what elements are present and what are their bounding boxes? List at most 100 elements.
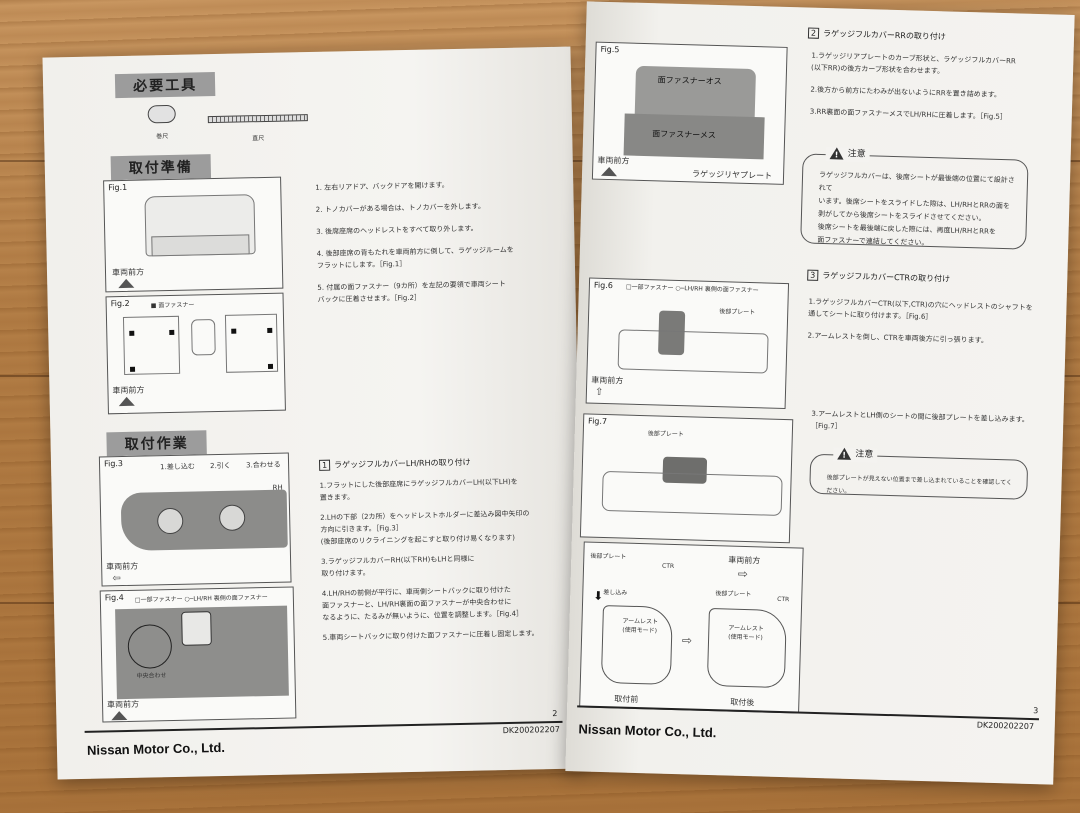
step2-instructions: 1.ラゲッジリアプレートのカーブ形状と、ラゲッジフルカバーRR (以下RR)の後… <box>810 50 1062 125</box>
page-number: 2 <box>552 708 558 719</box>
document-number: DK200202207 <box>976 720 1035 732</box>
fig2-direction: 車両前方 <box>112 385 145 396</box>
insert-arrow-icon: ⬇ <box>593 588 604 604</box>
company-name: Nissan Motor Co., Ltd. <box>86 739 226 758</box>
company-name: Nissan Motor Co., Ltd. <box>578 721 717 741</box>
fig2-legend: ■ 面ファスナー <box>150 301 195 310</box>
fig7-detail-label: 取付後 <box>730 697 755 708</box>
center-seat-sketch <box>191 319 216 356</box>
tape-measure-illustration <box>147 104 176 124</box>
instruction-page-right: Fig.5 面ファスナーオス 面ファスナーメス 車両前方 ラゲッジリヤプレート … <box>565 1 1075 785</box>
fig6-label: Fig.6 <box>593 280 613 291</box>
step2-number: 2 <box>807 27 820 39</box>
document-number: DK200202207 <box>502 724 560 736</box>
fig3-step-label: 2.引く <box>210 461 231 471</box>
fig7-detail-label: アームレスト (使用モード) <box>728 624 764 642</box>
seat-outline-sketch <box>617 329 769 374</box>
fastener-mark <box>129 330 135 336</box>
fastener-mark <box>231 328 237 334</box>
front-arrow-icon <box>600 166 618 177</box>
fig5-label: Fig.5 <box>600 44 620 55</box>
fig3-step-label: 3.合わせる <box>245 460 281 470</box>
prep-step: 2. トノカバーがある場合は、トノカバーを外します。 <box>315 202 485 214</box>
fig5-direction: 車両前方 <box>597 155 630 166</box>
fig4-legend: □一部ファスナー ○─LH/RH 裏側の面ファスナー <box>134 594 268 604</box>
caution2-title: 注意 <box>855 449 874 461</box>
fig7-detail-label: アームレスト (使用モード) <box>622 617 659 635</box>
fig7-label: Fig.7 <box>588 416 608 427</box>
fig1-diagram: Fig.1 車両前方 <box>103 176 284 293</box>
prep-steps-list: 1. 左右リアドア、バックドアを開けます。 2. トノカバーがある場合は、トノカ… <box>315 177 568 306</box>
fig1-direction: 車両前方 <box>111 267 145 278</box>
fig4-diagram: Fig.4 □一部ファスナー ○─LH/RH 裏側の面ファスナー 中央合わせ 車… <box>99 586 297 723</box>
caution1-header: 注意 <box>825 147 870 162</box>
folded-seat-sketch <box>151 234 250 257</box>
fig3-diagram: Fig.3 1.差し込む 2.引く 3.合わせる RH 車両前方 ⇦ <box>98 452 292 587</box>
step3-instructions-cont: 3.アームレストとLH側のシートの間に後部プレートを差し込みます。 ［Fig.7… <box>811 408 1052 439</box>
fig1-label: Fig.1 <box>108 182 128 193</box>
footer-rule <box>577 705 1040 721</box>
fig6-legend: □一部ファスナー ○─LH/RH 裏側の面ファスナー <box>625 283 759 295</box>
fig7-diagram: Fig.7 後部プレート <box>579 413 794 544</box>
tool2-label: 直尺 <box>252 134 265 143</box>
seat-outline-sketch <box>601 470 783 516</box>
fig7-detail-label: 取付前 <box>614 694 639 705</box>
fig7-detail-label: CTR <box>777 595 790 604</box>
work-section-title: 取付作業 <box>106 430 207 457</box>
fig4-center-label: 中央合わせ <box>136 672 167 680</box>
tools-section-title: 必要工具 <box>114 72 216 99</box>
center-console-sketch <box>181 611 212 646</box>
step2-title: ラゲッジフルカバーRRの取り付け <box>822 28 947 42</box>
fig3-direction: 車両前方 <box>106 561 139 572</box>
fig3-label: Fig.3 <box>103 459 124 469</box>
fig5-male-label: 面ファスナーオス <box>657 75 722 87</box>
warning-icon <box>829 147 844 160</box>
caution2-text: 後部プレートが見えない位置まで差し込まれていることを確認してください。 <box>826 474 1013 495</box>
rr-cover-top-sketch <box>634 65 757 120</box>
step3-title: ラゲッジフルカバーCTRの取り付け <box>822 271 951 284</box>
fig3-step-label: 1.差し込む <box>160 462 195 472</box>
fig4-direction: 車両前方 <box>106 699 140 710</box>
tool1-label: 巻尺 <box>156 132 169 141</box>
fig7-detail-label: 差し込み <box>603 589 628 597</box>
step3-instructions: 1.ラゲッジフルカバーCTR(以下,CTR)の穴にヘッドレストのシャフトを 通し… <box>807 296 1048 349</box>
fig7-detail-label: 後部プレート <box>715 590 752 599</box>
fastener-mark <box>267 327 273 333</box>
fig7-plate-label: 後部プレート <box>647 430 684 439</box>
fig7-detail-label: CTR <box>662 562 675 570</box>
fig5-plate-label: ラゲッジリヤプレート <box>691 169 773 181</box>
armrest-sketch <box>706 607 787 689</box>
fig4-label: Fig.4 <box>104 593 124 603</box>
caution1-title: 注意 <box>847 149 866 160</box>
fastener-mark <box>169 329 175 336</box>
front-arrow-icon: ⇨ <box>737 566 749 582</box>
caution2-header: 注意 <box>833 447 878 463</box>
prep-section-title: 取付準備 <box>110 154 212 181</box>
fig6-diagram: Fig.6 □一部ファスナー ○─LH/RH 裏側の面ファスナー 後部プレート … <box>585 277 790 410</box>
instruction-page-left: 必要工具 巻尺 直尺 取付準備 Fig.1 車両前方 Fig.2 ■ 面ファスナ… <box>42 46 586 780</box>
fig6-direction: 車両前方 <box>591 375 624 386</box>
front-arrow-icon: ⇧ <box>594 386 604 398</box>
front-arrow-icon <box>118 396 135 407</box>
fastener-mark <box>129 366 136 372</box>
work-steps-list: 1.フラットにした後部座席にラゲッジフルカバーLH(以下LH)を 置きます。 2… <box>319 475 572 644</box>
fig7-detail-diagram: 後部プレート CTR 差し込み ⬇ アームレスト (使用モード) 取付前 車両前… <box>579 541 804 714</box>
front-arrow-icon: ⇦ <box>112 573 121 585</box>
fig5-diagram: Fig.5 面ファスナーオス 面ファスナーメス 車両前方 <box>591 41 788 185</box>
fastener-mark <box>267 363 274 369</box>
step3-number: 3 <box>807 269 819 281</box>
fig6-plate-label: 後部プレート <box>719 308 756 317</box>
step1-number: 1 <box>318 459 331 471</box>
warning-icon <box>837 447 852 460</box>
ruler-illustration <box>207 114 308 124</box>
page-number: 3 <box>1033 706 1039 716</box>
fig7-detail-label: 後部プレート <box>590 552 627 561</box>
step1-title: ラゲッジフルカバーLH/RHの取り付け <box>334 457 471 470</box>
prep-step: 3. 後席座席のヘッドレストをすべて取り外します。 <box>316 224 478 236</box>
caution-box-1: 注意 ラゲッジフルカバーは、後席シートが最後端の位置にて設計されて います。後席… <box>800 147 1029 250</box>
caution-box-2: 注意 後部プレートが見えない位置まで差し込まれていることを確認してください。 <box>809 447 1029 500</box>
fig7-detail-label: 車両前方 <box>728 555 761 566</box>
